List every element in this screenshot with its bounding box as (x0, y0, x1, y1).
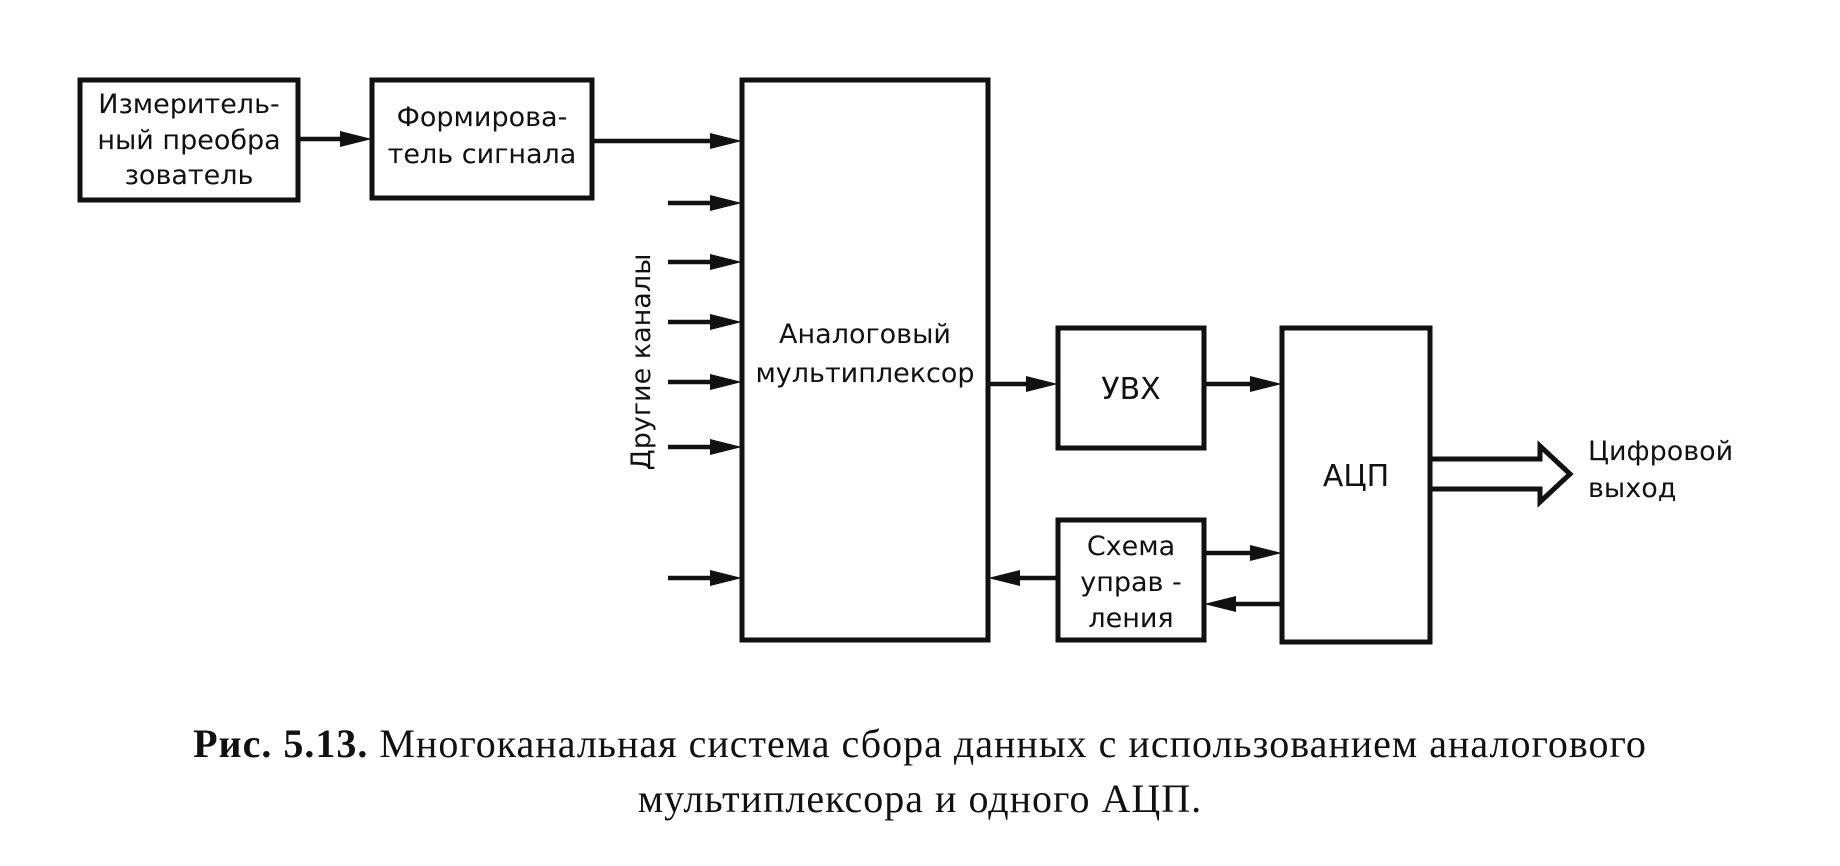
figure-number: Рис. 5.13. (193, 721, 369, 766)
adc-label: АЦП (1323, 459, 1389, 494)
arrow-sensor-to-conditioner (298, 131, 372, 147)
arrow-adc-to-control (1204, 596, 1282, 612)
control-label-line-3: ления (1088, 603, 1173, 634)
adc-block: АЦП (1279, 325, 1433, 645)
digital-output-label-line-1: Цифровой (1588, 436, 1733, 467)
control-circuit-block: Схема управ - ления (1055, 517, 1207, 643)
sample-hold-label: УВХ (1101, 372, 1160, 407)
arrow-other-channel-4 (668, 374, 742, 390)
figure-caption-text: Многоканальная система сбора данных с ис… (379, 721, 1647, 766)
sensor-block: Измеритель- ный преобра зователь (77, 77, 301, 203)
arrow-conditioner-to-multiplexer (592, 133, 742, 149)
sensor-label-line-1: Измеритель- (98, 89, 279, 120)
digital-output-arrow (1427, 440, 1574, 508)
conditioner-label-line-1: Формирова- (397, 102, 568, 133)
control-label-line-1: Схема (1087, 531, 1175, 562)
sample-hold-block: УВХ (1055, 325, 1207, 451)
arrow-other-channel-2 (668, 254, 742, 270)
arrow-other-channel-5 (668, 439, 742, 455)
other-channels-label: Другие каналы (626, 254, 657, 471)
multiplexer-label-line-2: мультиплексор (755, 358, 974, 389)
arrow-other-channel-3 (668, 314, 742, 330)
sensor-label-line-3: зователь (125, 160, 254, 191)
arrow-control-to-adc (1204, 545, 1282, 561)
conditioner-label-line-2: тель сигнала (388, 139, 577, 170)
figure-caption-line-1: Рис. 5.13. Многоканальная система сбора … (0, 720, 1840, 767)
signal-conditioner-block: Формирова- тель сигнала (369, 77, 595, 201)
multiplexer-label-line-1: Аналоговый (779, 319, 951, 350)
arrow-other-channel-6 (668, 570, 742, 586)
arrow-sample-hold-to-adc (1204, 376, 1282, 392)
arrow-multiplexer-to-sample-hold (988, 376, 1058, 392)
digital-output-label-line-2: выход (1588, 473, 1676, 504)
control-label-line-2: управ - (1080, 567, 1182, 598)
analog-multiplexer-block: Аналоговый мультиплексор (739, 77, 991, 643)
figure-caption-line-2: мультиплексора и одного АЦП. (637, 776, 1203, 821)
sensor-label-line-2: ный преобра (97, 125, 280, 156)
arrow-control-to-multiplexer (988, 570, 1058, 586)
arrow-other-channel-1 (668, 195, 742, 211)
